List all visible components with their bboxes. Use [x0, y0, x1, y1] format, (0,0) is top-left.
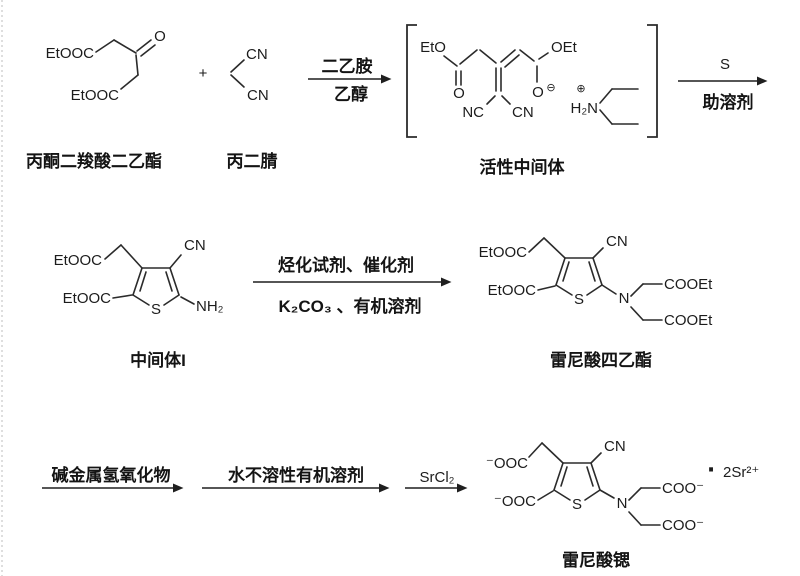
ester-top-label: EtOOC	[479, 244, 528, 261]
circled-plus-charge: ⊕	[576, 82, 585, 95]
reaction-arrow-5: 水不溶性有机溶剂	[202, 465, 390, 493]
carboxylate-arm-top-label: COO⁻	[662, 480, 704, 497]
bracket-right	[647, 24, 658, 138]
enolate-oxygen-label: O	[532, 84, 544, 101]
eto-label: EtO	[420, 39, 446, 56]
ester-left-label: EtOOC	[488, 282, 537, 299]
thiophene-ring	[555, 257, 603, 309]
arrow2-reagent-above: S	[720, 56, 730, 73]
plus-sign: +	[199, 65, 208, 82]
ester-arm-top-label: COOEt	[664, 276, 713, 293]
carboxylate-arm-bottom-label: COO⁻	[662, 517, 704, 534]
reaction-arrow-6: SrCl₂	[405, 469, 468, 493]
ester-left-label: EtOOC	[63, 290, 112, 307]
molecule-name-acetonedicarboxylate: 丙酮二羧酸二乙酯	[26, 151, 162, 171]
ketone-oxygen-label: O	[154, 28, 166, 45]
nitrogen-label: N	[617, 495, 628, 512]
counterion-label: 2Sr²⁺	[723, 464, 759, 481]
nitrile-label: CN	[606, 233, 628, 250]
ammonium-label: H₂N	[571, 100, 599, 117]
thiophene-ring	[132, 267, 180, 319]
amine-label: NH₂	[196, 298, 224, 315]
arrow2-reagent-below: 助溶剂	[703, 92, 754, 112]
reaction-arrow-3: 烃化试剂、催化剂 K₂CO₃ 、有机溶剂	[253, 255, 452, 316]
arrow1-reagent-above: 二乙胺	[322, 56, 373, 76]
nitrile-bottom-label: CN	[247, 87, 269, 104]
nitrile-label: CN	[184, 237, 206, 254]
arrow5-reagent-above: 水不溶性有机溶剂	[228, 465, 364, 485]
arrow4-reagent-above: 碱金属氢氧化物	[52, 465, 171, 485]
arrow3-reagent-below: K₂CO₃ 、有机溶剂	[279, 296, 422, 316]
molecule-malononitrile: CN CN 丙二腈	[227, 46, 278, 171]
bracket-left	[406, 24, 417, 138]
ester-top-label: EtOOC	[54, 252, 103, 269]
ester-bottom-label: EtOOC	[71, 87, 120, 104]
molecule-name-active-intermediate: 活性中间体	[480, 157, 566, 177]
oet-label: OEt	[551, 39, 578, 56]
nitrile-top-label: CN	[246, 46, 268, 63]
reaction-arrow-4: 碱金属氢氧化物	[42, 465, 184, 493]
nitrile-left-label: NC	[462, 104, 484, 121]
reaction-arrow-1: 二乙胺 乙醇	[308, 56, 392, 104]
thiophene-ring	[553, 462, 601, 514]
molecule-name-malononitrile: 丙二腈	[227, 152, 278, 171]
carboxylate-top-label: ⁻OOC	[486, 455, 528, 472]
molecule-intermediate-1: EtOOC CN EtOOC NH₂ 中间体I	[54, 237, 224, 370]
reaction-arrow-2: S 助溶剂	[678, 56, 768, 112]
circled-minus-charge: ⊖	[546, 81, 555, 94]
arrow3-reagent-above: 烃化试剂、催化剂	[278, 255, 414, 275]
arrow1-reagent-below: 乙醇	[334, 84, 368, 104]
arrow6-reagent-above: SrCl₂	[420, 469, 455, 486]
nitrogen-label: N	[619, 290, 630, 307]
carbonyl-oxygen-label: O	[453, 85, 465, 102]
ionic-dot: ·	[707, 458, 715, 483]
molecule-name-tetraethyl-ranelate: 雷尼酸四乙酯	[550, 350, 652, 370]
ester-top-label: EtOOC	[46, 45, 95, 62]
molecule-strontium-ranelate: ⁻OOC CN ⁻OOC N COO⁻ COO⁻ · 2Sr²⁺ 雷尼酸锶	[486, 438, 759, 570]
ester-arm-bottom-label: COOEt	[664, 312, 713, 329]
carboxylate-left-label: ⁻OOC	[494, 493, 536, 510]
molecule-active-intermediate: EtO O NC CN OEt O ⊖ ⊕ H₂N 活性中间体	[420, 39, 639, 177]
molecule-diethyl-acetonedicarboxylate: EtOOC O EtOOC 丙酮二羧酸二乙酯	[26, 28, 166, 171]
nitrile-right-label: CN	[512, 104, 534, 121]
molecule-tetraethyl-ranelate: EtOOC CN EtOOC N COOEt COOEt 雷尼酸四乙酯	[479, 233, 714, 370]
nitrile-label: CN	[604, 438, 626, 455]
molecule-name-intermediate-1: 中间体I	[130, 350, 186, 370]
molecule-name-strontium-ranelate: 雷尼酸锶	[562, 550, 630, 570]
